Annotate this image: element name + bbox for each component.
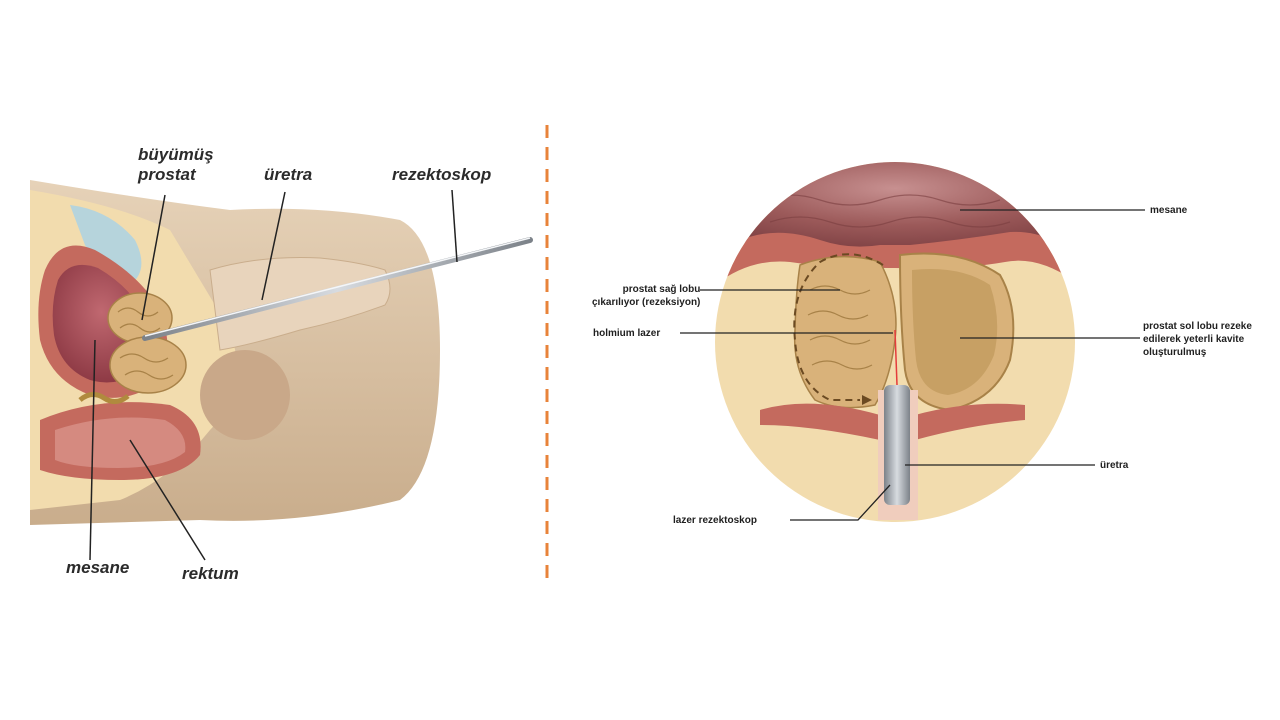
label-r-left-lobe-line2: edilerek yeterli kavite: [1143, 334, 1244, 345]
label-enlarged-prostate-line2: prostat: [138, 165, 196, 184]
label-r-left-lobe-line3: oluşturulmuş: [1143, 347, 1206, 358]
label-bladder: mesane: [66, 558, 129, 578]
prostate-lower-lobe: [110, 337, 186, 393]
label-rectum: rektum: [182, 564, 239, 584]
label-urethra: üretra: [264, 165, 312, 185]
label-r-left-lobe-line1: prostat sol lobu rezeke: [1143, 321, 1252, 332]
label-r-right-lobe-line1: prostat sağ lobu: [623, 284, 701, 295]
label-r-right-lobe: prostat sağ lobu çıkarılıyor (rezeksiyon…: [592, 283, 700, 309]
label-enlarged-prostate-line1: büyümüş: [138, 145, 214, 164]
label-r-right-lobe-line2: çıkarılıyor (rezeksiyon): [592, 297, 700, 308]
label-resectoscope: rezektoskop: [392, 165, 491, 185]
endoscopic-view: [680, 160, 1145, 522]
prostate-right-lobe: [795, 257, 896, 408]
label-r-laser-resectoscope: lazer rezektoskop: [673, 514, 757, 527]
pelvis-cross-section: [30, 180, 530, 560]
scrotum: [200, 350, 290, 440]
label-r-urethra: üretra: [1100, 459, 1128, 472]
rectum-inner: [55, 418, 185, 468]
label-enlarged-prostate: büyümüş prostat: [138, 145, 214, 185]
label-r-holmium-laser: holmium lazer: [593, 327, 660, 340]
leader-resectoscope: [452, 190, 457, 262]
label-r-bladder: mesane: [1150, 204, 1187, 217]
label-r-left-lobe: prostat sol lobu rezeke edilerek yeterli…: [1143, 320, 1252, 359]
